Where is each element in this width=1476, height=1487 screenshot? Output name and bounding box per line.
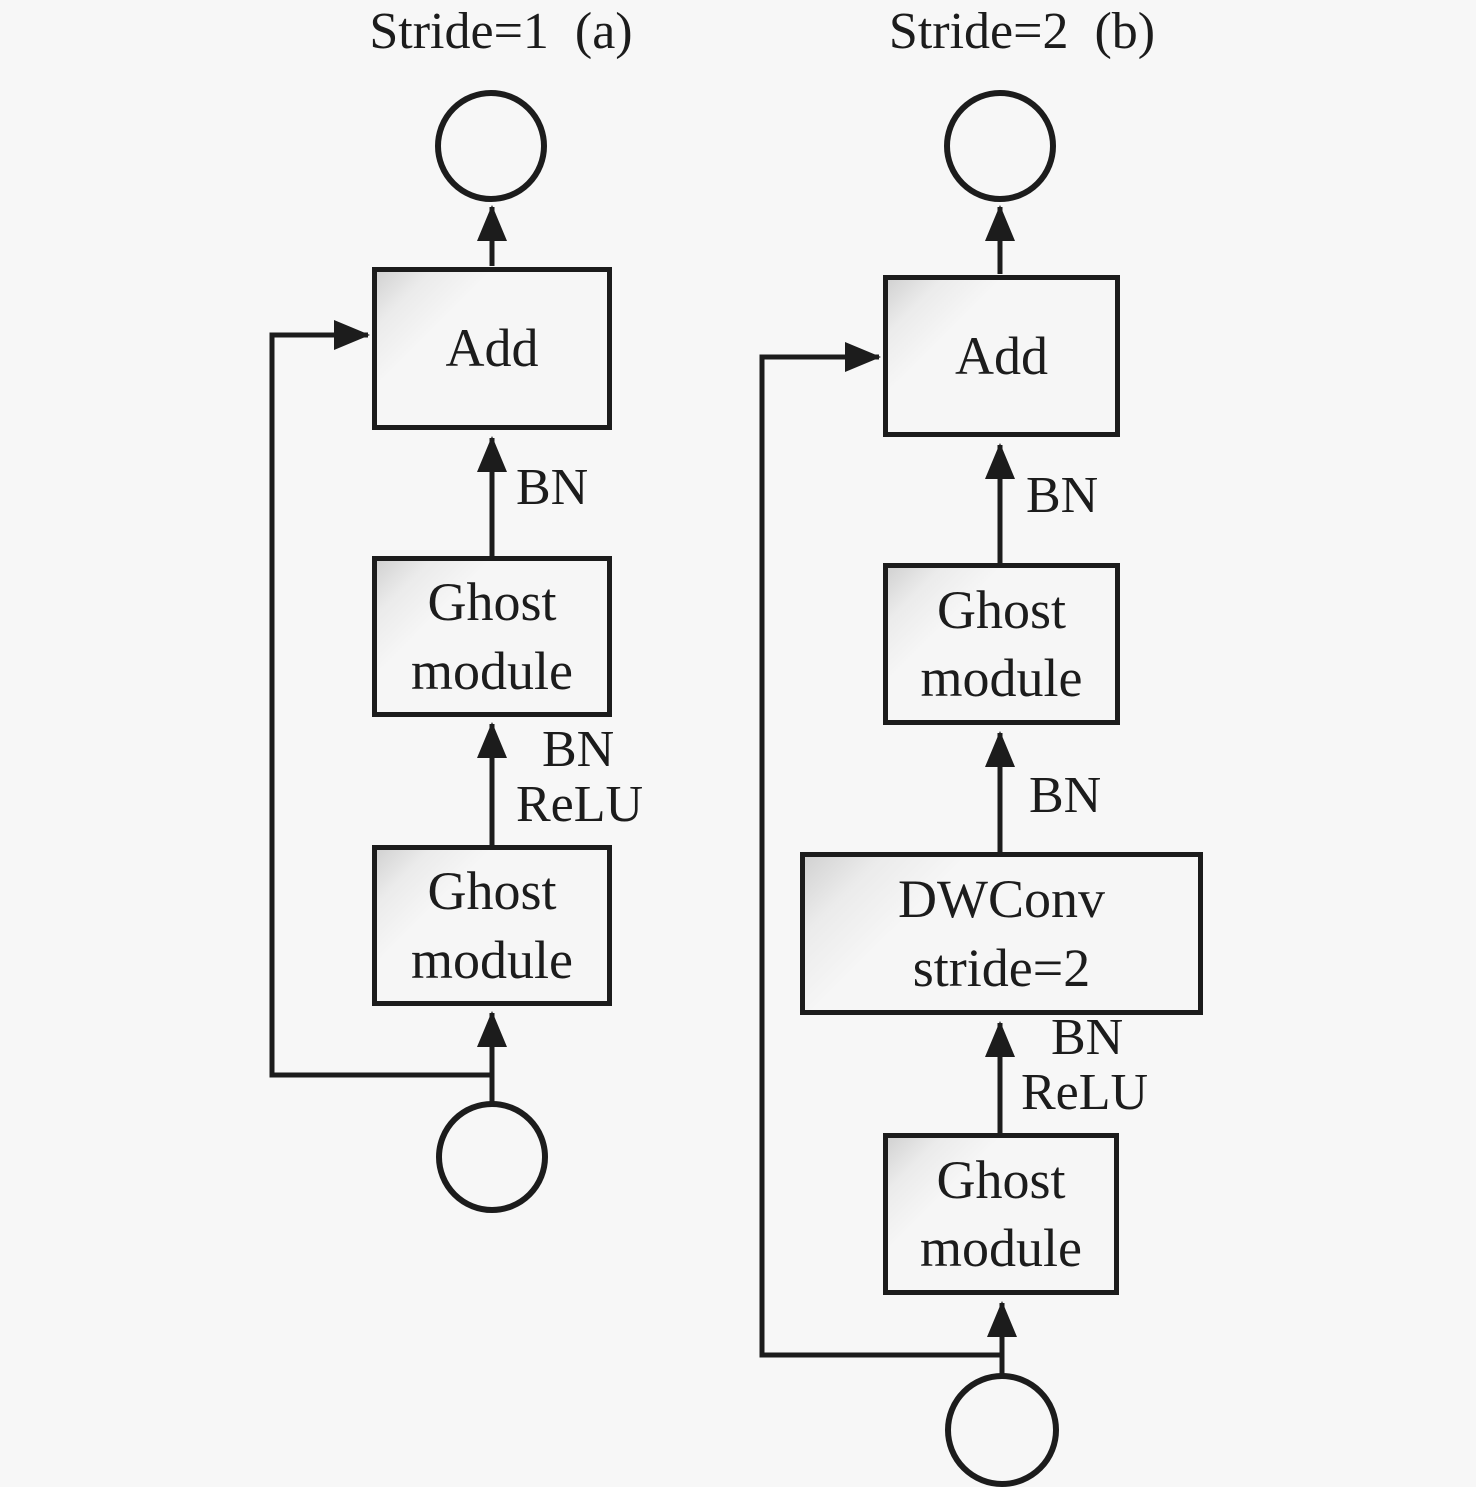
output-node-a [435,90,547,202]
ghost-module-bottom-box-a-line2: module [411,929,573,990]
ghost-module-top-box-b: Ghost module [883,563,1120,725]
dwconv-box-b-line1: DWConv [898,869,1105,930]
title-stride1: Stride=1 (a) [369,3,633,60]
skip-connection-a [269,320,492,1078]
bn-label-mid-a: BN [542,721,615,778]
add-box-a-label: Add [445,318,539,379]
add-box-b: Add [883,275,1120,437]
ghost-module-bottom-box-b-line2: module [920,1218,1082,1278]
dwconv-box-b: DWConv stride=2 [800,852,1203,1015]
ghost-module-bottom-box-b: Ghost module [883,1133,1119,1295]
bn-label-mid-b: BN [1029,767,1102,824]
add-box-b-label: Add [955,325,1048,386]
bn-label-top-b: BN [1026,467,1099,524]
ghost-module-top-box-b-line2: module [920,648,1083,708]
relu-label-low-b: ReLU [1021,1064,1149,1121]
ghost-module-top-box-a: Ghost module [372,556,612,717]
ghost-module-bottom-box-b-line1: Ghost [936,1149,1066,1210]
ghost-module-bottom-box-a: Ghost module [372,845,612,1006]
add-box-a: Add [372,267,612,430]
input-node-a [436,1101,548,1213]
bn-label-low-b: BN [1051,1009,1124,1066]
dwconv-box-b-line2: stride=2 [912,937,1091,998]
input-node-b [945,1373,1059,1487]
ghost-module-bottom-box-a-line1: Ghost [427,861,557,922]
relu-label-mid-a: ReLU [516,776,644,833]
skip-connection-b [759,342,1002,1358]
ghost-module-top-box-a-line1: Ghost [427,572,557,633]
title-stride2: Stride=2 (b) [888,3,1156,60]
bn-label-top-a: BN [516,459,589,516]
ghost-module-top-box-a-line2: module [411,640,573,701]
ghost-module-top-box-b-line1: Ghost [936,579,1066,640]
output-node-b [944,90,1056,202]
